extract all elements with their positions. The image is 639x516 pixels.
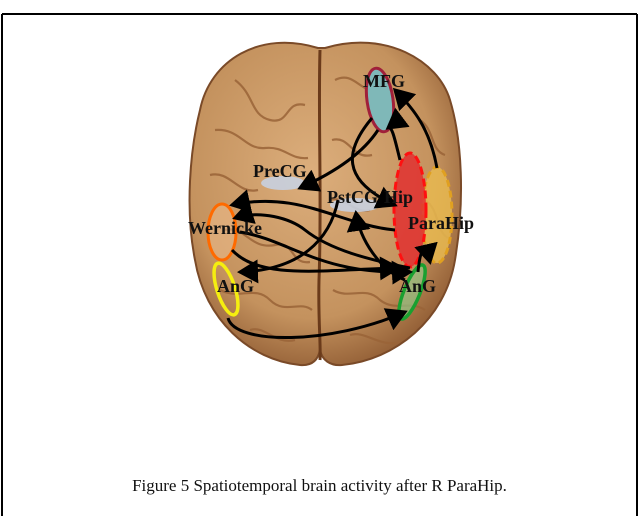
label-ang-right: AnG — [399, 276, 436, 296]
label-mfg: MFG — [363, 71, 405, 91]
figure-caption: Figure 5 Spatiotemporal brain activity a… — [0, 476, 639, 496]
label-hip: Hip — [384, 187, 413, 207]
label-wernicke: Wernicke — [188, 218, 262, 238]
label-parahip: ParaHip — [408, 213, 474, 233]
label-pstcg: PstCG — [327, 187, 378, 207]
label-precg: PreCG — [253, 161, 307, 181]
label-ang-left: AnG — [217, 276, 254, 296]
region-hip — [394, 153, 426, 267]
